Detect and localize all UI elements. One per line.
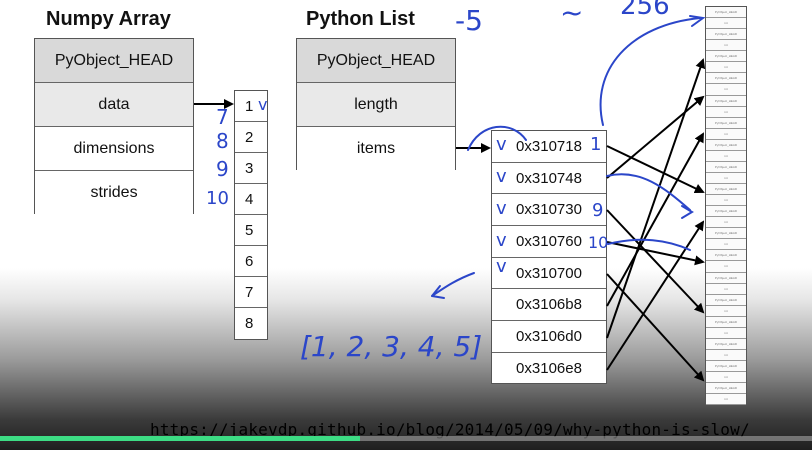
buffer-value: 2 [235, 122, 267, 153]
memory-cell: int [706, 306, 746, 317]
list-field-pyobject-head: PyObject_HEAD [297, 39, 455, 83]
memory-cell: int [706, 217, 746, 229]
memory-cell: int [706, 129, 746, 140]
buffer-value: 3 [235, 153, 267, 184]
memory-cell: PyObject_HEAD [706, 162, 746, 173]
numpy-array-title: Numpy Array [46, 8, 171, 30]
pointer-array: 0x310718 0x310748 0x310730 0x310760 0x31… [491, 130, 607, 384]
memory-cell: int [706, 40, 746, 52]
cell-note: v [496, 198, 507, 219]
note-top: ~ [560, 0, 583, 29]
cell-note: v [258, 95, 267, 114]
memory-cell: int [706, 394, 746, 406]
memory-cell: int [706, 18, 746, 30]
pointer-arrows [606, 58, 706, 382]
margin-number: 7 [216, 105, 229, 129]
cell-note: 10 [588, 233, 608, 252]
cell-note: 1 [590, 134, 601, 155]
numpy-data-buffer: 1 2 3 4 5 6 7 8 [234, 90, 268, 340]
memory-cell: PyObject_HEAD [706, 140, 746, 151]
memory-cell: PyObject_HEAD [706, 7, 746, 19]
pointer-cell: 0x310718 [492, 131, 606, 163]
memory-cell: PyObject_HEAD [706, 118, 746, 129]
memory-cell: PyObject_HEAD [706, 184, 746, 196]
note-top: 256 [620, 0, 670, 21]
memory-cell: PyObject_HEAD [706, 250, 746, 262]
numpy-field-dimensions: dimensions [35, 127, 193, 171]
python-list-struct: PyObject_HEAD length items [296, 38, 456, 171]
buffer-value: 1 [235, 91, 267, 122]
handwritten-notes: -5 ~ 256 7 8 9 10 v v v v v v 1 9 10 [1,… [206, 0, 670, 363]
memory-cell: int [706, 284, 746, 295]
buffer-value: 8 [245, 315, 254, 332]
memory-cell: PyObject_HEAD [706, 339, 746, 350]
memory-cell: int [706, 107, 746, 118]
margin-number: 8 [216, 129, 229, 153]
list-field-items: items [297, 127, 455, 171]
source-url: https://jakevdp.github.io/blog/2014/05/0… [150, 420, 750, 439]
memory-cell: int [706, 62, 746, 74]
pointer-cell: 0x3106b8 [492, 289, 606, 322]
pointer-cell: 0x310700 [492, 258, 606, 290]
numpy-field-strides: strides [35, 171, 193, 215]
memory-cell: PyObject_HEAD [706, 361, 746, 373]
handwritten-strokes [431, 15, 706, 299]
memory-cell: int [706, 328, 746, 339]
progress-track[interactable] [0, 436, 812, 441]
buffer-value: 4 [235, 184, 267, 215]
memory-cell: int [706, 350, 746, 361]
cell-note: v [496, 166, 507, 187]
memory-cell: PyObject_HEAD [706, 73, 746, 85]
cell-note: 9 [592, 200, 603, 221]
memory-cell: int [706, 372, 746, 384]
memory-cell: int [706, 84, 746, 96]
cell-note: v [496, 256, 507, 277]
cell-note: v [496, 134, 507, 155]
buffer-value: 5 [235, 215, 267, 246]
pointer-cell: 0x310760 [492, 226, 606, 258]
memory-cell: int [706, 261, 746, 273]
list-field-length: length [297, 83, 455, 127]
pointer-cell: 0x3106d0 [492, 321, 606, 353]
pointer-cell: 0x310730 [492, 194, 606, 227]
list-literal-note: [1, 2, 3, 4, 5] [300, 330, 482, 363]
memory-cell: PyObject_HEAD [706, 206, 746, 218]
cell-note: v [496, 230, 507, 251]
python-list-title: Python List [306, 8, 415, 30]
memory-cell: int [706, 151, 746, 162]
pointer-cell: 0x3106e8 [516, 360, 582, 378]
memory-cell: PyObject_HEAD [706, 96, 746, 107]
memory-cell: PyObject_HEAD [706, 51, 746, 63]
buffer-value: 7 [235, 277, 267, 308]
memory-cell: PyObject_HEAD [706, 317, 746, 328]
numpy-array-struct: PyObject_HEAD data dimensions strides [34, 38, 194, 215]
numpy-field-data: data [35, 83, 193, 127]
numpy-field-pyobject-head: PyObject_HEAD [35, 39, 193, 83]
buffer-value: 6 [235, 246, 267, 277]
margin-number: 9 [216, 157, 229, 181]
progress-fill [0, 436, 360, 441]
memory-cell: int [706, 195, 746, 207]
memory-cell: int [706, 239, 746, 251]
memory-cell: PyObject_HEAD [706, 383, 746, 395]
memory-cell: PyObject_HEAD [706, 29, 746, 41]
pointer-cell: 0x310748 [492, 163, 606, 195]
memory-cell: PyObject_HEAD [706, 228, 746, 240]
memory-cell: PyObject_HEAD [706, 295, 746, 306]
note-top: -5 [455, 4, 483, 37]
memory-cell: PyObject_HEAD [706, 273, 746, 284]
memory-cell: int [706, 173, 746, 184]
margin-number: 10 [206, 188, 229, 209]
